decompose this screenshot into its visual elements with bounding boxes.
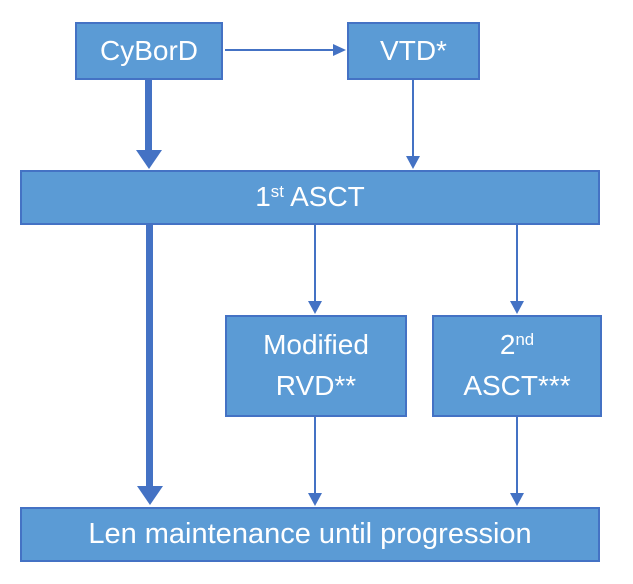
node-vtd-label: VTD* — [380, 34, 447, 66]
arrow-first-asct-to-second-asct-head — [510, 301, 524, 314]
arrow-second-asct-to-len-head — [510, 493, 524, 506]
second-asct-ordinal-suffix: nd — [515, 330, 535, 350]
node-first-asct: 1st ASCT — [20, 170, 600, 225]
arrow-second-asct-to-len-stem — [516, 417, 518, 494]
node-modified-rvd-line2: RVD** — [275, 370, 357, 401]
node-cybord-label: CyBorD — [99, 34, 198, 66]
arrow-cybord-to-first-asct-head — [136, 150, 162, 169]
arrow-cybord-to-vtd-stem — [225, 49, 334, 51]
node-len-maintenance-label: Len maintenance until progression — [88, 517, 532, 550]
arrow-cybord-to-first-asct-stem — [145, 80, 152, 151]
arrow-vtd-to-first-asct-stem — [412, 80, 414, 157]
node-modified-rvd: Modified RVD** — [225, 315, 407, 417]
arrow-first-asct-to-len-head — [137, 486, 163, 505]
arrow-rvd-to-len-stem — [314, 417, 316, 494]
arrow-cybord-to-vtd-head — [333, 44, 346, 56]
node-second-asct-line1: 2nd — [499, 329, 535, 361]
first-asct-ordinal-suffix: st — [270, 182, 284, 202]
node-modified-rvd-line1: Modified — [263, 329, 369, 361]
arrow-first-asct-to-rvd-stem — [314, 225, 316, 302]
node-second-asct-line2: ASCT*** — [463, 370, 571, 401]
arrow-first-asct-to-len-stem — [146, 225, 153, 487]
arrow-rvd-to-len-head — [308, 493, 322, 506]
node-vtd: VTD* — [347, 22, 480, 80]
node-first-asct-label: 1st ASCT — [255, 181, 365, 213]
node-second-asct: 2nd ASCT*** — [432, 315, 602, 417]
arrow-first-asct-to-second-asct-stem — [516, 225, 518, 302]
node-len-maintenance: Len maintenance until progression — [20, 507, 600, 562]
arrow-first-asct-to-rvd-head — [308, 301, 322, 314]
arrow-vtd-to-first-asct-head — [406, 156, 420, 169]
node-cybord: CyBorD — [75, 22, 223, 80]
